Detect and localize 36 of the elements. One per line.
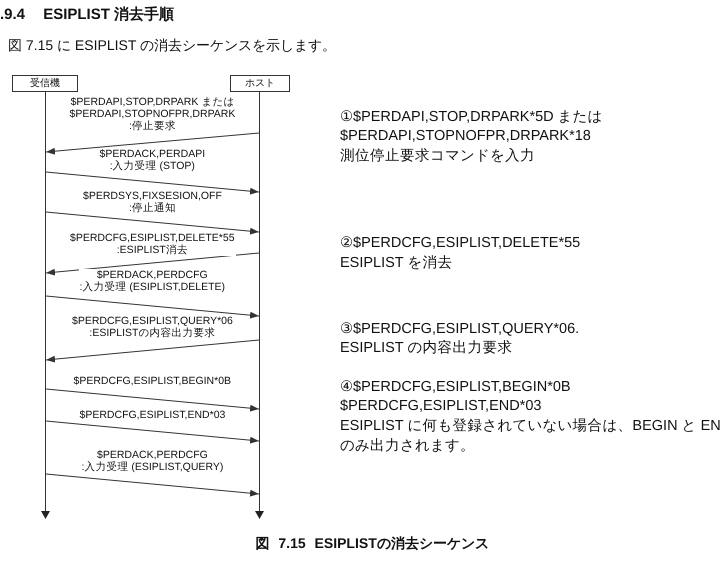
intro-text: 図 7.15 に ESIPLIST の消去シーケンスを示します。: [8, 36, 336, 54]
message-arrow: [46, 252, 260, 276]
edge-label: $PERDACK,PERDCFG :入力受理 (ESIPLIST,QUERY): [80, 449, 224, 473]
edge-label: $PERDCFG,ESIPLIST,DELETE*55 :ESIPLIST消去: [69, 232, 236, 256]
message-arrow: [46, 474, 260, 497]
note-text: 測位停止要求コマンドを入力: [340, 147, 535, 166]
note-text: ESIPLIST に何も登録されていない場合は、BEGIN と EN: [340, 417, 721, 436]
lifeline: [45, 92, 46, 511]
note-text: ①$PERDAPI,STOP,DRPARK*5D または: [340, 108, 603, 127]
edge-label: $PERDCFG,ESIPLIST,QUERY*06 :ESIPLISTの内容出力要求: [71, 315, 234, 339]
edge-label: $PERDCFG,ESIPLIST,END*03: [78, 409, 226, 421]
message-arrow: [46, 388, 260, 412]
message-arrow: [46, 340, 260, 363]
note-text: $PERDAPI,STOPNOFPR,DRPARK*18: [340, 127, 591, 146]
edge-label: $PERDCFG,ESIPLIST,BEGIN*0B: [72, 375, 232, 387]
participant-box: ホスト: [230, 75, 290, 92]
note-text: のみ出力されます。: [340, 437, 475, 456]
message-arrow: [46, 132, 260, 155]
note-text: ESIPLIST の内容出力要求: [340, 339, 512, 358]
edge-label: $PERDAPI,STOP,DRPARK または $PERDAPI,STOPNOFPR,DRPARK :停止要求: [68, 96, 236, 132]
message-arrow: [46, 212, 260, 235]
note-text: ③$PERDCFG,ESIPLIST,QUERY*06.: [340, 320, 580, 339]
section-heading: .9.4 ESIPLIST 消去手順: [0, 6, 174, 24]
edge-label: $PERDSYS,FIXSESION,OFF :停止通知: [82, 190, 223, 214]
message-arrow: [46, 420, 260, 444]
note-text: ESIPLIST を消去: [340, 254, 452, 273]
message-arrow: [46, 172, 260, 195]
note-text: ②$PERDCFG,ESIPLIST,DELETE*55: [340, 234, 580, 253]
participant-box: 受信機: [12, 75, 78, 92]
figure-caption: 図 7.15 ESIPLISTの消去シーケンス: [256, 534, 489, 552]
edge-label: $PERDACK,PERDCFG :入力受理 (ESIPLIST,DELETE): [78, 269, 226, 293]
note-text: $PERDCFG,ESIPLIST,END*03: [340, 397, 542, 416]
lifeline: [259, 92, 260, 511]
edge-label: $PERDACK,PERDAPI :入力受理 (STOP): [98, 148, 206, 172]
message-arrow: [46, 296, 260, 319]
note-text: ④$PERDCFG,ESIPLIST,BEGIN*0B: [340, 378, 571, 397]
